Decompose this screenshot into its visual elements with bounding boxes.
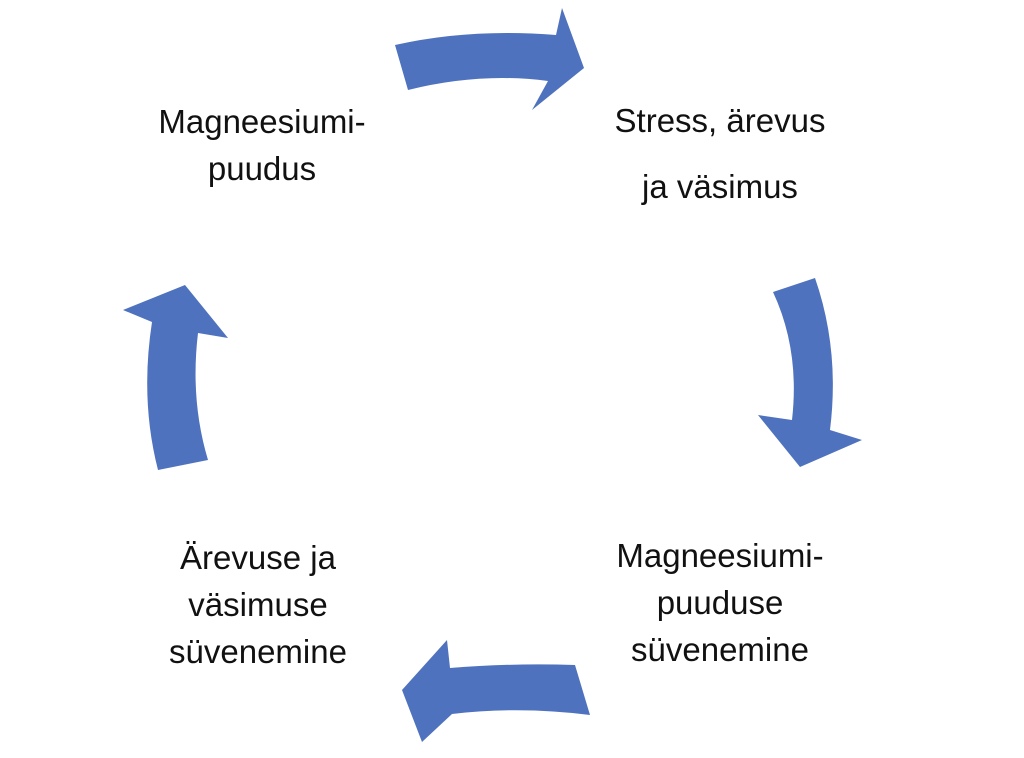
node-text: Ärevuse ja xyxy=(180,539,336,576)
arrow-top xyxy=(395,8,584,110)
node-text: ja väsimus xyxy=(642,168,798,205)
arrow-right xyxy=(758,278,862,467)
node-text: Stress, ärevus xyxy=(614,102,826,139)
node-text: Magneesiumi- xyxy=(616,537,824,574)
node-text: väsimuse xyxy=(188,586,328,623)
node-anxiety-deepening: Ärevuse ja väsimuse süvenemine xyxy=(98,534,418,675)
arrow-left xyxy=(123,285,228,470)
node-magnesium-deficiency: Magneesiumi- puudus xyxy=(102,98,422,192)
node-text: puuduse xyxy=(656,584,784,621)
node-text: Magneesiumi- xyxy=(158,103,366,140)
node-text: süvenemine xyxy=(169,633,347,670)
node-text: süvenemine xyxy=(631,631,809,668)
node-text: puudus xyxy=(207,150,317,187)
arrow-bottom xyxy=(402,640,590,742)
node-stress: Stress, ärevus ja väsimus xyxy=(560,88,880,220)
node-deficiency-deepening: Magneesiumi- puuduse süvenemine xyxy=(560,532,880,673)
